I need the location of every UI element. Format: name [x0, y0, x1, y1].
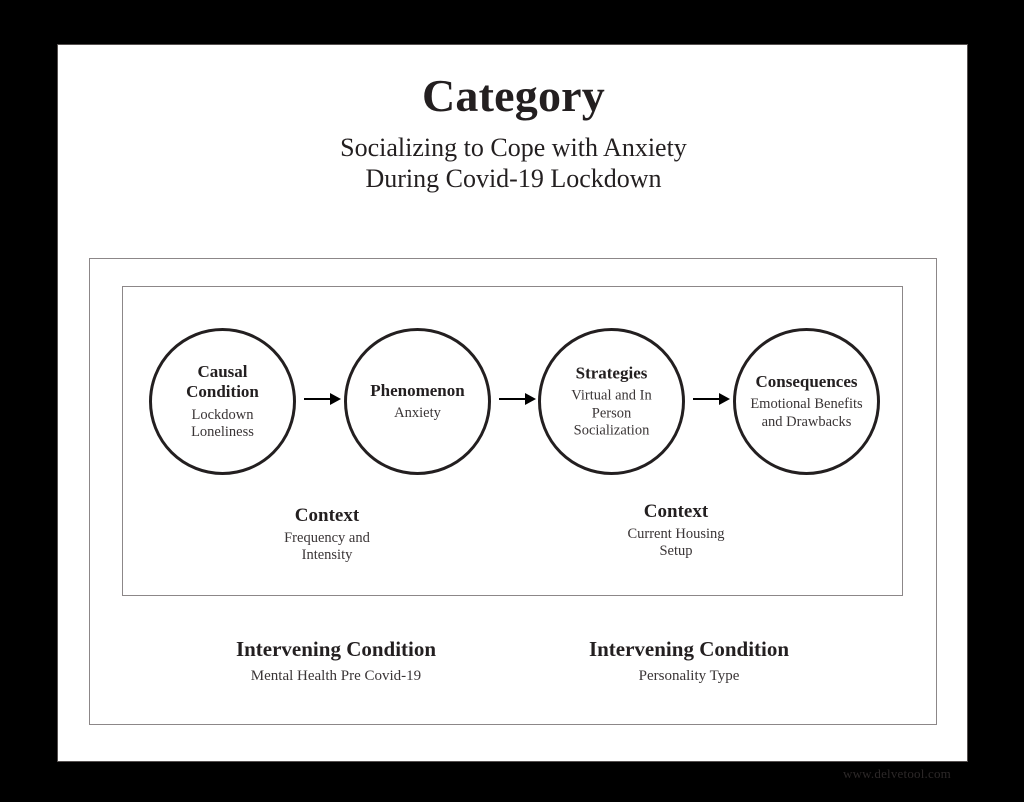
page-title: Category [422, 70, 605, 121]
intervening-condition-right-title: Intervening Condition [588, 637, 790, 661]
node-phenomenon-title: Phenomenon [370, 380, 465, 400]
node-consequences-content: Consequences Emotional Benefits and Draw… [710, 372, 903, 432]
arrow-shaft [304, 398, 332, 400]
node-consequences-subtitle: Emotional Benefits and Drawbacks [750, 396, 863, 430]
intervening-condition-left: Intervening Condition Mental Health Pre … [171, 637, 501, 685]
intervening-condition-right: Intervening Condition Personality Type [524, 637, 854, 685]
arrow-shaft [693, 398, 721, 400]
arrow-shaft [499, 398, 527, 400]
page-subtitle-line-2: During Covid-19 Lockdown [365, 164, 662, 194]
context-left-subtitle: Frequency and Intensity [284, 529, 370, 564]
watermark: www.delvetool.com [843, 766, 951, 781]
intervening-condition-right-subtitle: Personality Type [638, 668, 740, 685]
node-phenomenon-content: Phenomenon Anxiety [321, 380, 514, 422]
node-strategies-subtitle: Virtual and In Person Socialization [571, 387, 652, 439]
node-causal-condition-subtitle: Lockdown Loneliness [191, 406, 254, 441]
node-causal-condition-content: Causal Condition Lockdown Loneliness [126, 361, 319, 441]
node-strategies[interactable]: Strategies Virtual and In Person Sociali… [538, 328, 685, 475]
node-phenomenon-subtitle: Anxiety [394, 405, 441, 422]
node-phenomenon[interactable]: Phenomenon Anxiety [344, 328, 491, 475]
intervening-condition-left-subtitle: Mental Health Pre Covid-19 [250, 668, 422, 685]
context-right-subtitle: Current Housing Setup [627, 525, 725, 560]
slide-page: Category Socializing to Cope with Anxiet… [57, 44, 968, 762]
node-consequences-title: Consequences [755, 371, 858, 391]
title-block: Category Socializing to Cope with Anxiet… [58, 70, 969, 195]
page-subtitle-line-1: Socializing to Cope with Anxiety [340, 132, 687, 162]
node-strategies-title: Strategies [575, 363, 648, 383]
node-consequences[interactable]: Consequences Emotional Benefits and Draw… [733, 328, 880, 475]
outer-frame [89, 258, 937, 725]
arrow-right-icon [693, 393, 730, 405]
node-causal-condition[interactable]: Causal Condition Lockdown Loneliness [149, 328, 296, 475]
arrow-head [719, 393, 730, 405]
inner-frame [122, 286, 903, 596]
intervening-condition-left-title: Intervening Condition [235, 637, 437, 661]
context-left: Context Frequency and Intensity [212, 505, 442, 565]
context-right: Context Current Housing Setup [561, 501, 791, 561]
arrow-head [330, 393, 341, 405]
arrow-right-icon [499, 393, 536, 405]
page-subtitle: Socializing to Cope with Anxiety During … [58, 132, 969, 195]
context-right-title: Context [643, 501, 709, 522]
context-left-title: Context [294, 505, 360, 526]
arrow-head [525, 393, 536, 405]
node-causal-condition-title: Causal Condition [186, 361, 259, 402]
node-strategies-content: Strategies Virtual and In Person Sociali… [515, 363, 708, 440]
arrow-right-icon [304, 393, 341, 405]
